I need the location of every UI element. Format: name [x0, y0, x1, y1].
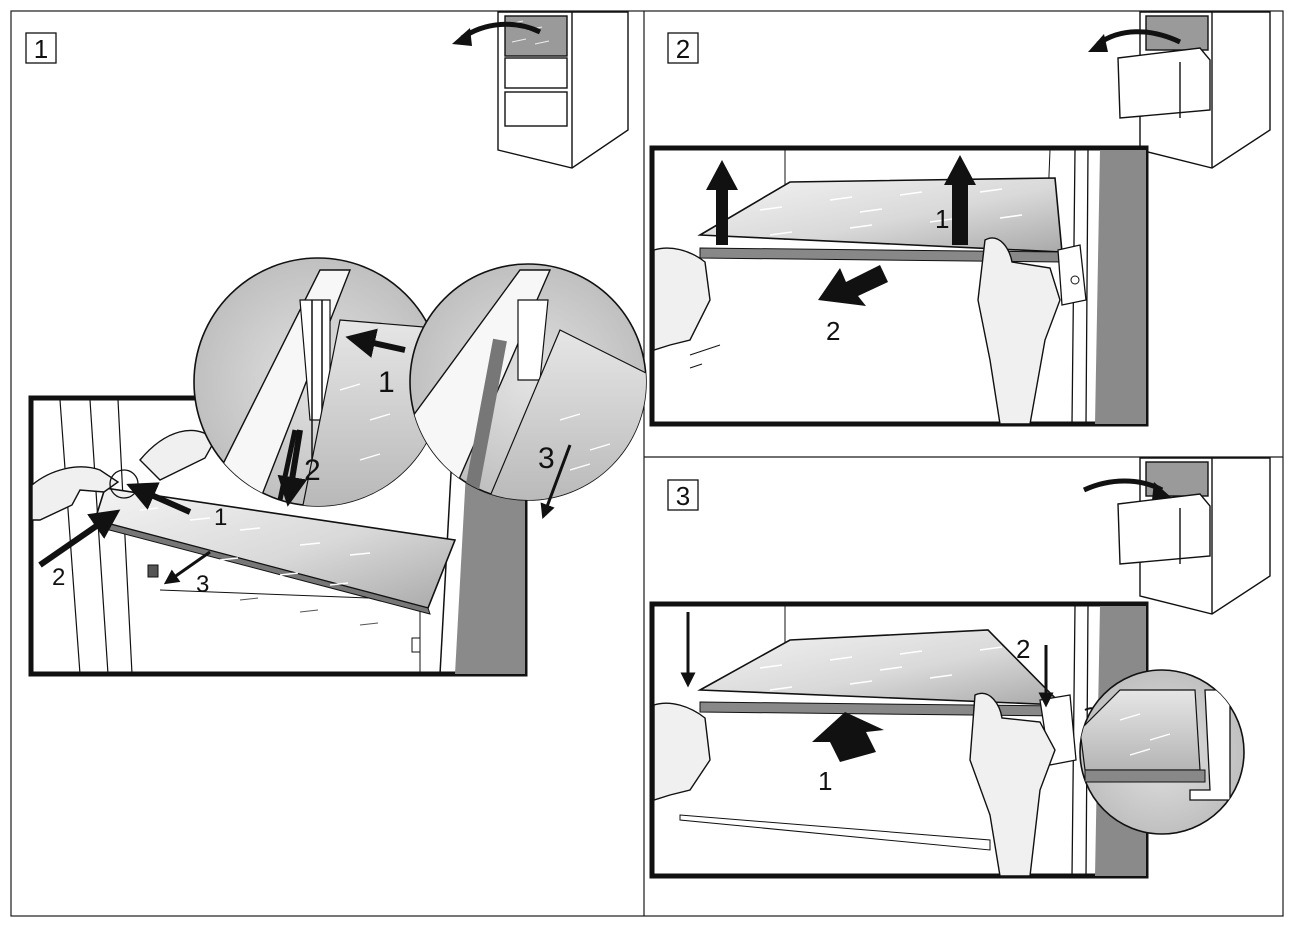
svg-text:2: 2 — [304, 454, 321, 487]
fridge-interior-scene-2: 1 2 — [649, 145, 1149, 427]
hand-icon — [653, 702, 711, 801]
curved-arrow-icon — [1088, 29, 1182, 52]
panel-step-1: 1 — [25, 11, 647, 677]
step-number-box-2: 2 — [667, 32, 699, 64]
hand-icon — [969, 692, 1056, 877]
svg-text:2: 2 — [1016, 634, 1030, 664]
fridge-interior-scene-3: 2 1 — [649, 601, 1149, 879]
svg-text:3: 3 — [676, 481, 690, 511]
hand-icon — [31, 466, 120, 521]
fridge-icon — [1117, 11, 1271, 169]
hand-icon — [977, 237, 1061, 425]
step-number-box-3: 3 — [667, 479, 699, 511]
magnifier-circle — [1079, 669, 1245, 835]
svg-text:1: 1 — [935, 204, 949, 234]
hand-icon — [139, 429, 216, 481]
svg-text:3: 3 — [538, 442, 555, 475]
panel-step-2: 2 — [649, 11, 1271, 427]
curved-arrow-icon — [1082, 478, 1172, 500]
curved-arrow-icon — [452, 21, 542, 46]
svg-text:1: 1 — [214, 504, 227, 531]
step-number-box-1: 1 — [25, 32, 57, 64]
svg-text:2: 2 — [676, 34, 690, 64]
svg-text:1: 1 — [378, 366, 395, 399]
straight-arrow-icon — [680, 612, 1054, 762]
straight-arrow-icon — [706, 155, 976, 306]
svg-text:2: 2 — [826, 316, 840, 346]
panel-step-3: 3 — [649, 457, 1271, 879]
svg-text:3: 3 — [196, 571, 209, 598]
page-frame — [10, 10, 1284, 917]
hand-icon — [653, 247, 711, 351]
svg-text:1: 1 — [818, 766, 832, 796]
svg-text:2: 2 — [52, 564, 65, 591]
fridge-icon — [497, 11, 629, 169]
svg-text:1: 1 — [34, 34, 48, 64]
